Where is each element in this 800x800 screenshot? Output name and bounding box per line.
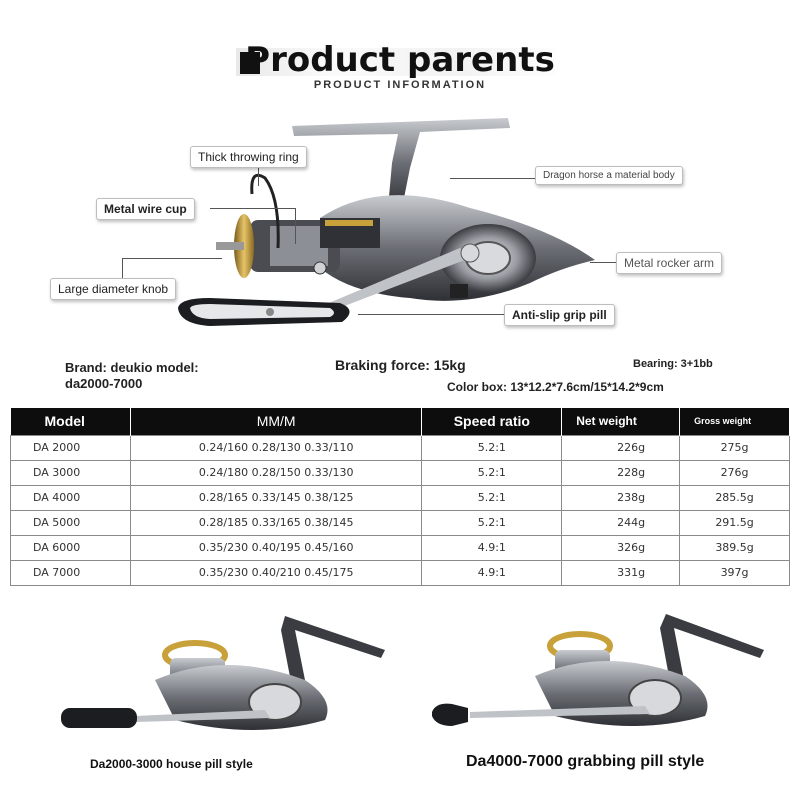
cell-model: DA 4000	[10, 484, 131, 511]
leader-line-knob-drop	[122, 258, 123, 278]
reel-image-grabbing-pill-style	[432, 614, 764, 726]
cell-gross-weight: 397g	[679, 559, 790, 586]
page-subtitle: PRODUCT INFORMATION	[313, 79, 487, 91]
color-box-size: Color box: 13*12.2*7.6cm/15*14.2*9cm	[447, 380, 664, 394]
leader-line-wire-cup	[210, 208, 296, 209]
cell-mm-m: 0.35/230 0.40/210 0.45/175	[129, 559, 423, 586]
leader-line-grip	[358, 314, 504, 315]
table-row: DA 7000 0.35/230 0.40/210 0.45/175 4.9:1…	[10, 559, 790, 586]
header-net-weight: Net weight	[561, 408, 681, 435]
table-row: DA 4000 0.28/165 0.33/145 0.38/125 5.2:1…	[10, 484, 790, 511]
leader-line-rocker-arm	[590, 262, 616, 263]
title-brush-decoration	[236, 48, 556, 76]
cell-net-weight: 228g	[561, 459, 681, 486]
leader-line-throwing-ring	[258, 164, 259, 186]
header-model: Model	[10, 408, 131, 435]
header-gross-weight: Gross weight	[679, 408, 790, 435]
leader-line-knob	[122, 258, 222, 259]
cell-model: DA 5000	[10, 509, 131, 536]
cell-net-weight: 238g	[561, 484, 681, 511]
cell-gross-weight: 276g	[679, 459, 790, 486]
cell-speed-ratio: 5.2:1	[421, 509, 563, 536]
table-row: DA 5000 0.28/185 0.33/165 0.38/145 5.2:1…	[10, 509, 790, 536]
caption-grabbing-pill-style: Da4000-7000 grabbing pill style	[466, 753, 705, 770]
fishing-reel-main-image	[178, 118, 595, 326]
cell-mm-m: 0.28/165 0.33/145 0.38/125	[129, 484, 423, 511]
callout-wire-cup: Metal wire cup	[96, 198, 195, 220]
cell-model: DA 3000	[10, 459, 131, 486]
callout-grip: Anti-slip grip pill	[504, 304, 615, 326]
specs-table: Model MM/M Speed ratio Net weight Gross …	[10, 408, 790, 586]
cell-gross-weight: 291.5g	[679, 509, 790, 536]
callout-body: Dragon horse a material body	[535, 166, 683, 185]
cell-mm-m: 0.35/230 0.40/195 0.45/160	[129, 534, 423, 561]
cell-net-weight: 326g	[561, 534, 681, 561]
braking-force: Braking force: 15kg	[335, 357, 466, 373]
reel-image-house-pill-style	[61, 616, 385, 730]
table-row: DA 6000 0.35/230 0.40/195 0.45/160 4.9:1…	[10, 534, 790, 561]
cell-net-weight: 244g	[561, 509, 681, 536]
cell-gross-weight: 389.5g	[679, 534, 790, 561]
brand-model-line1: Brand: deukio model:	[65, 360, 199, 375]
cell-speed-ratio: 5.2:1	[421, 459, 563, 486]
callout-throwing-ring: Thick throwing ring	[190, 146, 307, 168]
cell-mm-m: 0.24/160 0.28/130 0.33/110	[129, 434, 423, 461]
header-mm-m: MM/M	[130, 408, 423, 435]
cell-speed-ratio: 5.2:1	[421, 434, 563, 461]
title-bar-decoration	[240, 52, 260, 74]
callout-rocker-arm: Metal rocker arm	[616, 252, 723, 274]
brand-model-line2: da2000-7000	[65, 376, 143, 391]
cell-gross-weight: 285.5g	[679, 484, 790, 511]
specs-table-header: Model MM/M Speed ratio Net weight Gross …	[10, 408, 790, 435]
cell-speed-ratio: 4.9:1	[421, 534, 563, 561]
cell-model: DA 2000	[10, 434, 131, 461]
cell-speed-ratio: 5.2:1	[421, 484, 563, 511]
cell-model: DA 7000	[10, 559, 131, 586]
bearing: Bearing: 3+1bb	[633, 358, 713, 370]
table-row: DA 3000 0.24/180 0.28/150 0.33/130 5.2:1…	[10, 459, 790, 486]
leader-line-body	[450, 178, 535, 179]
caption-house-pill-style: Da2000-3000 house pill style	[90, 757, 253, 771]
header-speed-ratio: Speed ratio	[421, 408, 563, 435]
cell-net-weight: 331g	[561, 559, 681, 586]
cell-net-weight: 226g	[561, 434, 681, 461]
leader-line-wire-cup-drop	[295, 208, 296, 244]
title-wrap: Product parents	[0, 40, 800, 80]
cell-gross-weight: 275g	[679, 434, 790, 461]
cell-mm-m: 0.24/180 0.28/150 0.33/130	[129, 459, 423, 486]
page-title: Product parents	[245, 40, 555, 80]
table-row: DA 2000 0.24/160 0.28/130 0.33/110 5.2:1…	[10, 434, 790, 461]
cell-model: DA 6000	[10, 534, 131, 561]
callout-knob: Large diameter knob	[50, 278, 177, 300]
cell-mm-m: 0.28/185 0.33/165 0.38/145	[129, 509, 423, 536]
cell-speed-ratio: 4.9:1	[421, 559, 563, 586]
